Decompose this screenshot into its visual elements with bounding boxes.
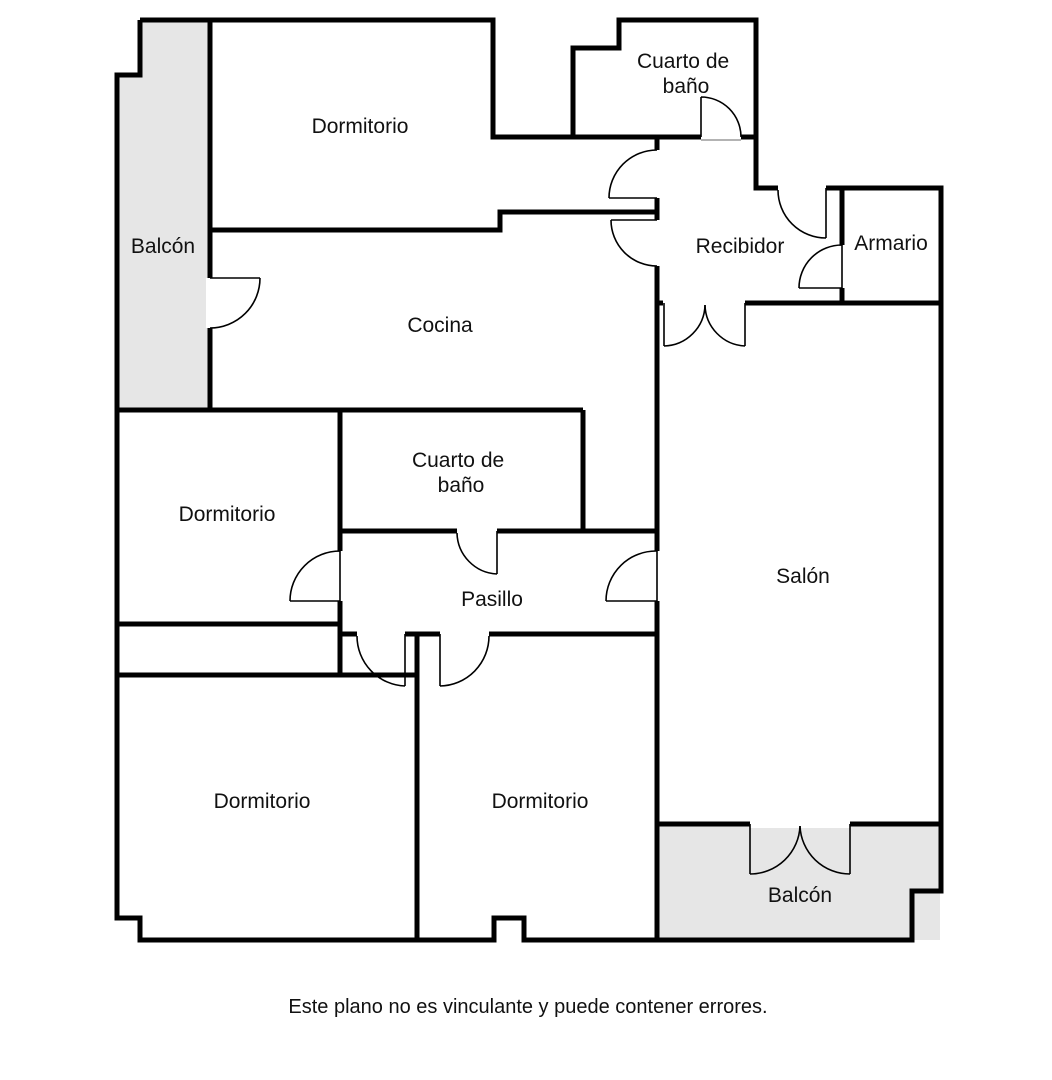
door[interactable] [356,634,406,687]
room-label-bano-mid-line1: Cuarto de [412,449,504,472]
room-label-recibidor: Recibidor [696,235,785,258]
room-label-dormitorio-bottom-right: Dormitorio [492,790,589,813]
room-label-dormitorio-left: Dormitorio [179,503,276,526]
room-label-salon: Salón [776,565,830,588]
room-label-dormitorio-top: Dormitorio [312,115,409,138]
room-label-cocina: Cocina [407,314,473,337]
room-label-pasillo: Pasillo [461,588,523,611]
door[interactable] [777,188,827,239]
door[interactable] [799,824,851,875]
door[interactable] [798,244,843,289]
door[interactable] [456,531,498,575]
balcony-left-fill [117,20,210,410]
room-label-bano-mid: Cuarto de baño [412,449,510,497]
room-label-bano-top-line2: baño [663,75,710,98]
room-label-bano-mid-line2: baño [438,474,485,497]
door[interactable] [700,96,742,138]
room-label-dormitorio-bottom-left: Dormitorio [214,790,311,813]
door[interactable] [439,634,490,687]
balcony-bottom-fill [657,824,940,940]
disclaimer-text: Este plano no es vinculante y puede cont… [288,996,767,1018]
room-label-balcon-bottom: Balcón [768,884,832,907]
room-label-armario: Armario [854,232,928,255]
door[interactable] [605,550,658,602]
room-label-bano-top-line1: Cuarto de [637,50,729,73]
door[interactable] [289,550,341,602]
door[interactable] [663,303,706,347]
door[interactable] [608,149,658,199]
door[interactable] [209,277,261,329]
room-label-balcon-left: Balcón [131,235,195,258]
room-label-bano-top: Cuarto de baño [637,50,735,98]
door[interactable] [610,219,658,267]
outer-wall [114,17,944,943]
door[interactable] [704,303,746,347]
wall [210,209,657,233]
door[interactable] [749,824,801,875]
